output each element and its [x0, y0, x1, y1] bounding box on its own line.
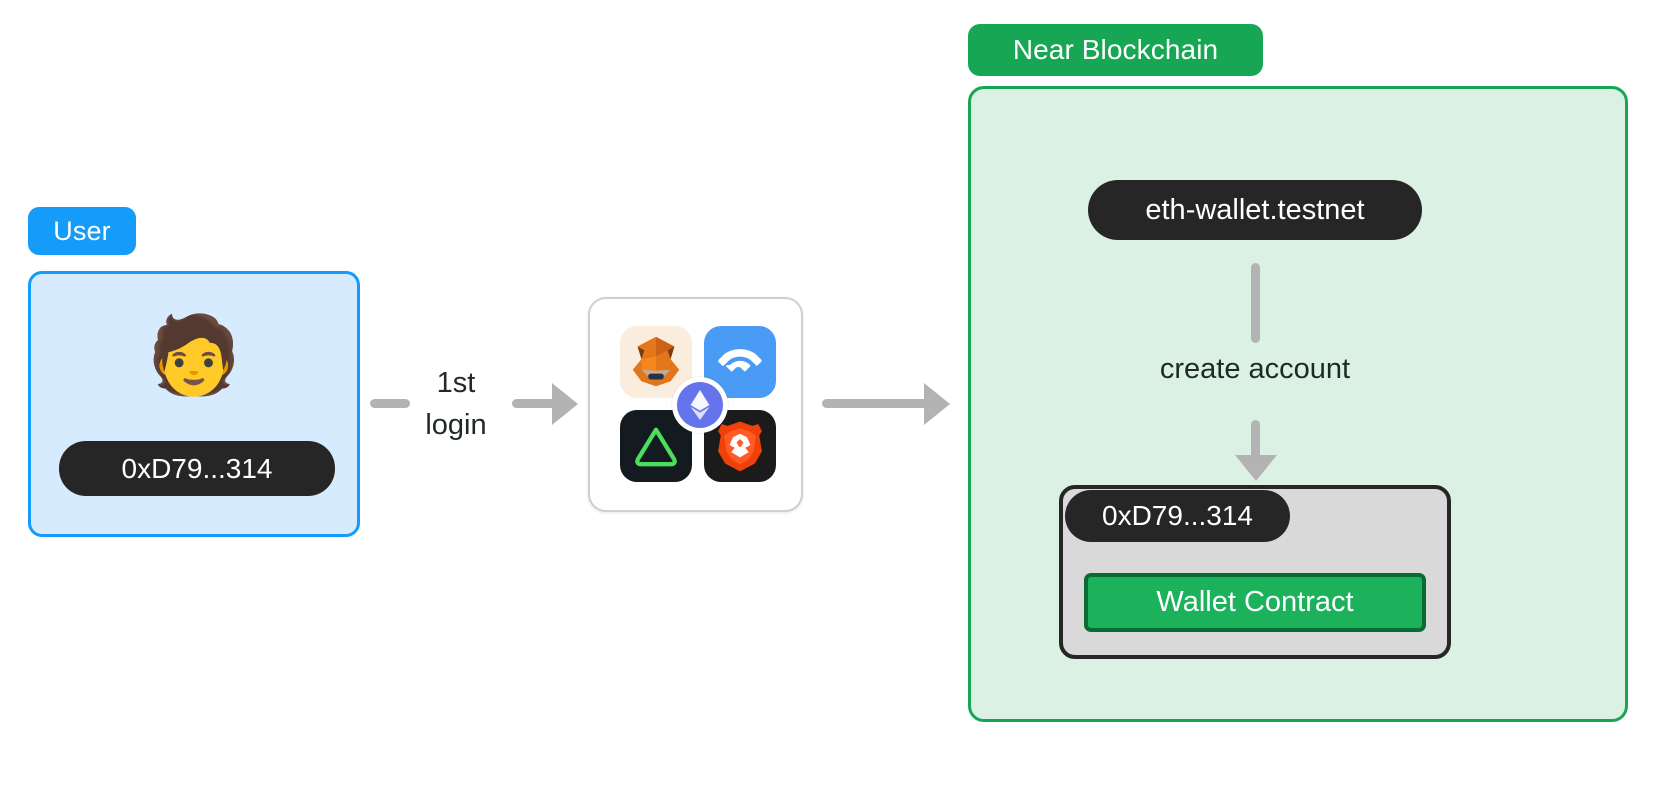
create-account-edge-label: create account [1159, 353, 1351, 385]
metamask-icon[interactable] [620, 326, 692, 398]
contract-eth-address-chip: 0xD79...314 [1065, 490, 1290, 542]
login-arrow-stub-left [370, 399, 410, 408]
user-eth-address-chip: 0xD79...314 [59, 441, 335, 496]
user-group-box: 🧑 0xD79...314 [28, 271, 360, 537]
create-account-arrow-line-bottom [1251, 420, 1260, 460]
login-arrow-head [552, 383, 578, 425]
login-edge-label: 1st login [425, 367, 487, 442]
wallet-tile-grid [620, 326, 776, 488]
wallet-to-near-arrow-head [924, 383, 950, 425]
wallet-contract-button[interactable]: Wallet Contract [1084, 573, 1426, 632]
brave-wallet-icon[interactable] [704, 410, 776, 482]
walletconnect-icon[interactable] [704, 326, 776, 398]
near-blockchain-badge: Near Blockchain [968, 24, 1263, 76]
user-group-badge: User [28, 207, 136, 255]
near-account-id-chip: eth-wallet.testnet [1088, 180, 1422, 240]
ethereum-icon [672, 377, 728, 433]
wallet-to-near-arrow-line [822, 399, 926, 408]
create-account-arrow-head [1235, 455, 1277, 481]
wallet-providers-card[interactable] [588, 297, 803, 512]
create-account-arrow-line-top [1251, 263, 1260, 343]
login-arrow-line [512, 399, 554, 408]
person-face-emoji-icon: 🧑 [146, 313, 242, 398]
